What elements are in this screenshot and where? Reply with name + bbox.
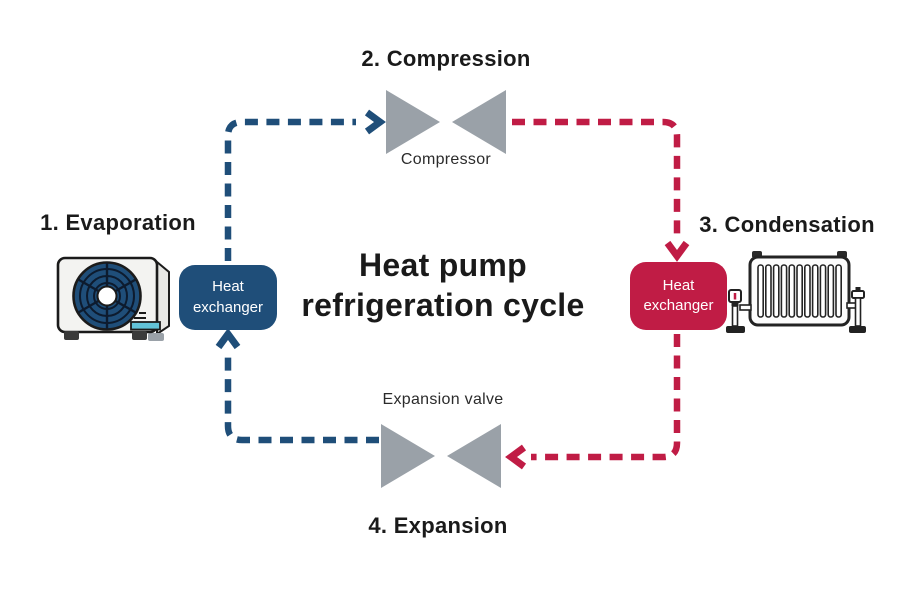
radiator-fins (757, 264, 842, 318)
radiator-valve (726, 289, 752, 333)
valve-right-triangle (447, 424, 501, 488)
diagram-title-line1: Heat pump (358, 247, 528, 283)
diagram-title-line2: refrigeration cycle (301, 287, 585, 323)
step-label-expansion: 4. Expansion (368, 513, 508, 538)
valve-left-triangle (381, 424, 435, 488)
radiator-icon (726, 251, 866, 333)
compressor-left-triangle (386, 90, 440, 154)
cold-arrow-right-icon (364, 109, 386, 135)
compressor-label: Compressor (400, 151, 492, 168)
hot-line-compressor-to-condenser (512, 118, 681, 236)
hot-arrow-left-icon (505, 444, 527, 470)
radiator-leg (846, 287, 866, 333)
expansion-valve-symbol-icon (381, 424, 501, 488)
heat-exchanger-cold-box: Heat exchanger (179, 265, 277, 330)
cold-line-valve-to-evaporator (224, 351, 379, 444)
step-label-evaporation: 1. Evaporation (40, 210, 196, 235)
compressor-symbol-icon (386, 90, 506, 154)
step-label-condensation: 3. Condensation (699, 212, 875, 237)
compressor-right-triangle (452, 90, 506, 154)
diagram-title: Heat pump refrigeration cycle (301, 245, 584, 325)
cold-line-evaporator-to-compressor (224, 118, 356, 261)
step-label-compression: 2. Compression (361, 46, 531, 71)
hot-arrow-down-icon (664, 240, 690, 262)
heat-exchanger-hot-label: Heat exchanger (643, 276, 714, 314)
heat-exchanger-cold-label: Heat exchanger (192, 278, 264, 316)
expansion-valve-label: Expansion valve (382, 391, 504, 408)
hot-line-condenser-to-valve (531, 334, 681, 461)
heat-exchanger-hot-box: Heat exchanger (630, 262, 727, 330)
cold-arrow-up-icon (215, 328, 241, 350)
outdoor-unit-icon (56, 256, 170, 341)
